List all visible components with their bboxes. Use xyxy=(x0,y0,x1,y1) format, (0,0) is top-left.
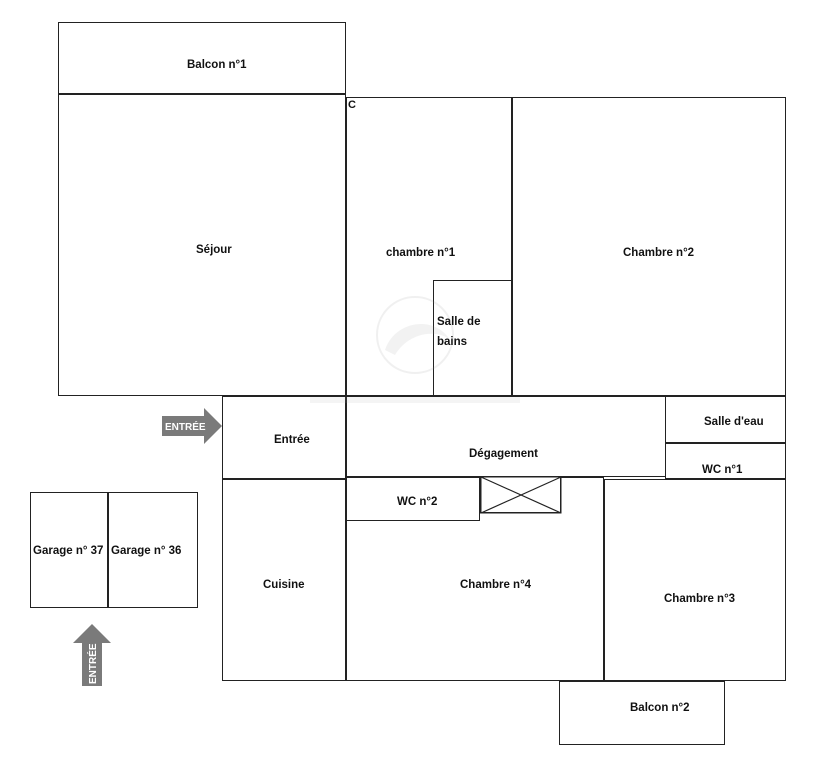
room-balcon-2 xyxy=(559,681,725,745)
room-salle-eau xyxy=(665,396,786,443)
room-cuisine xyxy=(222,479,346,681)
label-sejour: Séjour xyxy=(196,244,232,256)
label-balcon-2: Balcon n°2 xyxy=(630,702,690,714)
entry-arrow-icon: ENTRÉE xyxy=(162,408,222,444)
shaft-cross xyxy=(480,476,562,514)
label-chambre-4: Chambre n°4 xyxy=(460,579,532,591)
room-sejour xyxy=(58,94,346,396)
room-wc-2 xyxy=(346,477,480,521)
label-garage-36: Garage n° 36 xyxy=(111,545,182,557)
label-wc-1: WC n°1 xyxy=(702,464,743,476)
label-degagement: Dégagement xyxy=(469,448,539,460)
room-salle-de-bains xyxy=(433,280,512,396)
label-chambre-1: chambre n°1 xyxy=(386,247,456,259)
label-entree: Entrée xyxy=(274,434,310,446)
garage-entry-arrow-icon: ENTRÉE xyxy=(73,624,111,686)
room-chambre-2 xyxy=(512,97,786,396)
label-chambre-3: Chambre n°3 xyxy=(664,593,736,605)
label-cuisine: Cuisine xyxy=(263,579,305,591)
entry-arrow-label: ENTRÉE xyxy=(165,420,206,433)
room-wc-1 xyxy=(665,443,786,479)
label-salle-eau: Salle d'eau xyxy=(704,416,764,428)
room-garage-36 xyxy=(108,492,198,608)
room-entree xyxy=(222,396,346,479)
garage-entry-arrow-label: ENTRÉE xyxy=(86,643,99,684)
room-garage-37 xyxy=(30,492,108,608)
label-wc-2: WC n°2 xyxy=(397,496,438,508)
label-balcon-1: Balcon n°1 xyxy=(187,59,247,71)
label-garage-37: Garage n° 37 xyxy=(33,545,104,557)
closet-marker: C xyxy=(348,99,356,111)
room-chambre-3 xyxy=(604,479,786,681)
label-salle-de-bains: Salle de bains xyxy=(437,316,481,348)
room-balcon-1 xyxy=(58,22,346,94)
label-chambre-2: Chambre n°2 xyxy=(623,247,695,259)
